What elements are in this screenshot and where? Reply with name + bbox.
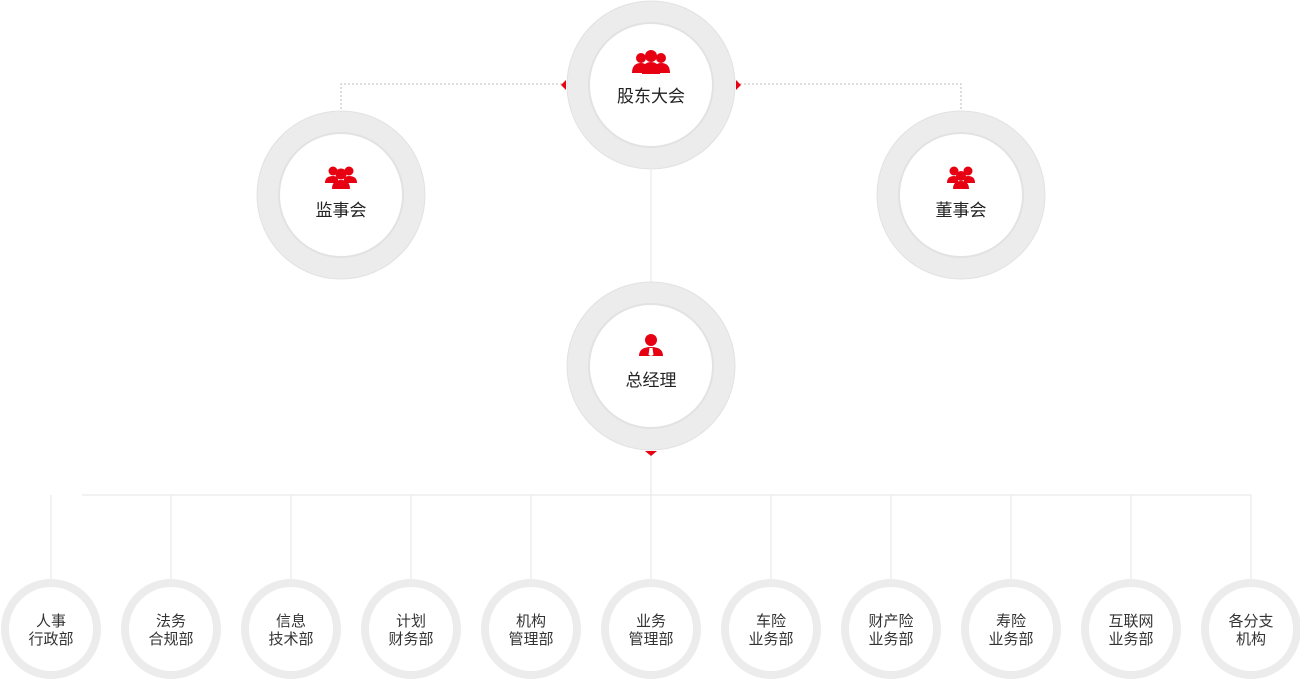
department-label-line2: 业务部 (1108, 630, 1153, 648)
department-ring-inner (489, 587, 573, 671)
node-board[interactable]: 董事会 (876, 110, 1046, 280)
arrow-marker-right (736, 80, 741, 90)
node-ring-inner (278, 132, 404, 258)
department-label-line2: 管理部 (508, 630, 553, 648)
department-ring-inner (369, 587, 453, 671)
department-ring-inner (9, 587, 93, 671)
department-label-line2: 财务部 (388, 630, 433, 648)
department-label-line2: 行政部 (28, 630, 73, 648)
department-ring-inner (1089, 587, 1173, 671)
node-supervisory[interactable]: 监事会 (256, 110, 426, 280)
department-ring-inner (129, 587, 213, 671)
department-label-line1: 信息 (276, 612, 306, 630)
department-label-line1: 财产险 (868, 612, 913, 630)
manager-icon (639, 334, 663, 356)
department-label-line1: 各分支 (1228, 612, 1273, 630)
arrow-marker-down (645, 451, 657, 456)
node-ring-inner (588, 22, 714, 148)
department-label-line2: 业务部 (748, 630, 793, 648)
group-icon (632, 50, 670, 74)
node-label-board: 董事会 (936, 201, 987, 221)
department-nodes: 人事行政部法务合规部信息技术部计划财务部机构管理部业务管理部车险业务部财产险业务… (1, 579, 1300, 679)
department-ring-inner (249, 587, 333, 671)
arrow-marker-left (561, 80, 566, 90)
department-ring-inner (969, 587, 1053, 671)
department-label-line1: 计划 (396, 612, 426, 630)
group-icon (947, 166, 975, 189)
department-drop-lines (50, 495, 1252, 580)
department-label-line2: 合规部 (148, 630, 193, 648)
department-label-line1: 寿险 (996, 612, 1026, 630)
department-ring-inner (609, 587, 693, 671)
group-icon (325, 166, 357, 189)
node-label-supervisory: 监事会 (316, 201, 367, 221)
node-ring-inner (898, 132, 1024, 258)
department-label-line1: 业务 (636, 612, 666, 630)
department-label-line1: 互联网 (1108, 612, 1153, 630)
department-label-line1: 车险 (756, 612, 786, 630)
node-general-manager[interactable]: 总经理 (566, 281, 736, 451)
department-ring-inner (1209, 587, 1293, 671)
department-label-line1: 人事 (36, 612, 66, 630)
connector-lines (82, 80, 1251, 496)
department-label-line2: 管理部 (628, 630, 673, 648)
node-ring-inner (588, 303, 714, 429)
node-shareholders[interactable]: 股东大会 (566, 0, 736, 170)
department-label-line2: 业务部 (988, 630, 1033, 648)
node-label-shareholders: 股东大会 (617, 87, 685, 107)
dotted-connector-left (340, 83, 566, 110)
department-label-line1: 法务 (156, 612, 186, 630)
department-label-line2: 业务部 (868, 630, 913, 648)
dotted-connector-right (736, 83, 962, 110)
department-ring-inner (849, 587, 933, 671)
department-label-line2: 技术部 (268, 630, 313, 648)
department-label-line2: 机构 (1236, 630, 1266, 648)
department-ring-inner (729, 587, 813, 671)
node-label-general-manager: 总经理 (626, 371, 677, 391)
department-label-line1: 机构 (516, 612, 546, 630)
